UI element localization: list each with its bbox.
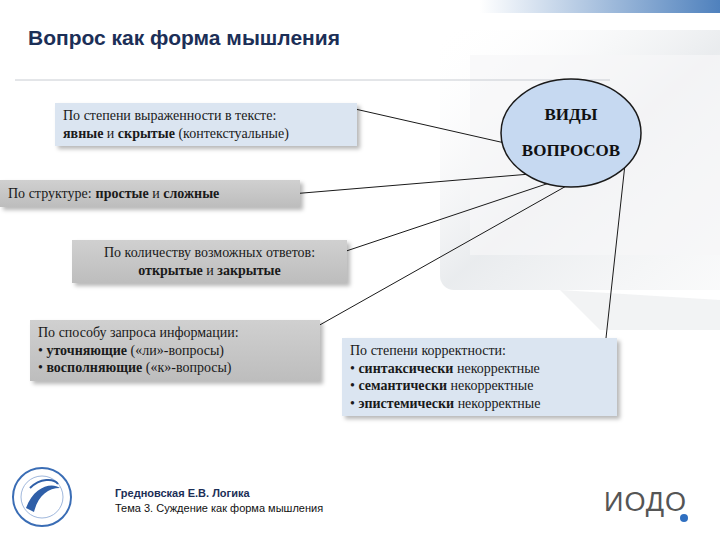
category-value: • уточняющие («ли»-вопросы) — [38, 342, 312, 360]
author-name: Гредновская Е.В. Логика — [115, 487, 250, 499]
connector-line — [300, 174, 526, 193]
connector-line — [320, 187, 565, 325]
category-box: По степени корректности:• синтаксически … — [342, 338, 617, 416]
ellipse-shape — [501, 79, 641, 187]
logo-inner-ring — [21, 476, 63, 518]
monitor-stand — [560, 290, 720, 330]
category-heading: По степени корректности: — [350, 342, 609, 360]
category-heading: По способу запроса информации: — [38, 324, 312, 342]
connector-line — [357, 109, 502, 142]
category-value: явные и скрытые (контекстуальные) — [63, 125, 349, 143]
category-value: • восполняющие («к»-вопросы) — [38, 359, 312, 377]
connector-line — [347, 184, 547, 251]
logo-ring — [13, 468, 71, 526]
category-value: • семантически некорректные — [350, 377, 609, 395]
topic-line: Тема 3. Суждение как форма мышления — [115, 502, 323, 514]
university-logo — [13, 468, 71, 526]
category-value: простые и сложные — [96, 186, 220, 201]
slide-title: Вопрос как форма мышления — [28, 26, 340, 50]
category-heading: По количеству возможных ответов: — [80, 244, 339, 262]
logo-swoosh — [26, 485, 60, 512]
category-heading: По структуре: — [8, 186, 92, 201]
category-heading: ВИДЫ ВОПРОСОВ — [515, 97, 627, 168]
category-value: • синтаксически некорректные — [350, 360, 609, 378]
connector-line — [606, 168, 625, 338]
category-value: открытые и закрытые — [80, 262, 339, 280]
category-box: По степени выраженности в тексте:явные и… — [55, 103, 357, 146]
header-band — [480, 0, 720, 13]
brand-logo-text: ИОДО — [604, 487, 687, 518]
monitor-picture — [440, 30, 720, 290]
title-rule — [15, 80, 610, 81]
category-heading: По степени выраженности в тексте: — [63, 107, 349, 125]
category-box: По способу запроса информации:• уточняющ… — [30, 320, 320, 381]
category-value: • эпистемически некорректные — [350, 395, 609, 413]
ellipse-outline — [500, 78, 642, 188]
category-box: По количеству возможных ответов:открытые… — [72, 240, 347, 283]
category-ellipse: ВИДЫ ВОПРОСОВ — [500, 78, 642, 188]
category-box: По структуре: простые и сложные — [0, 180, 300, 207]
logo-arc — [30, 480, 58, 488]
monitor-screen — [470, 55, 720, 255]
